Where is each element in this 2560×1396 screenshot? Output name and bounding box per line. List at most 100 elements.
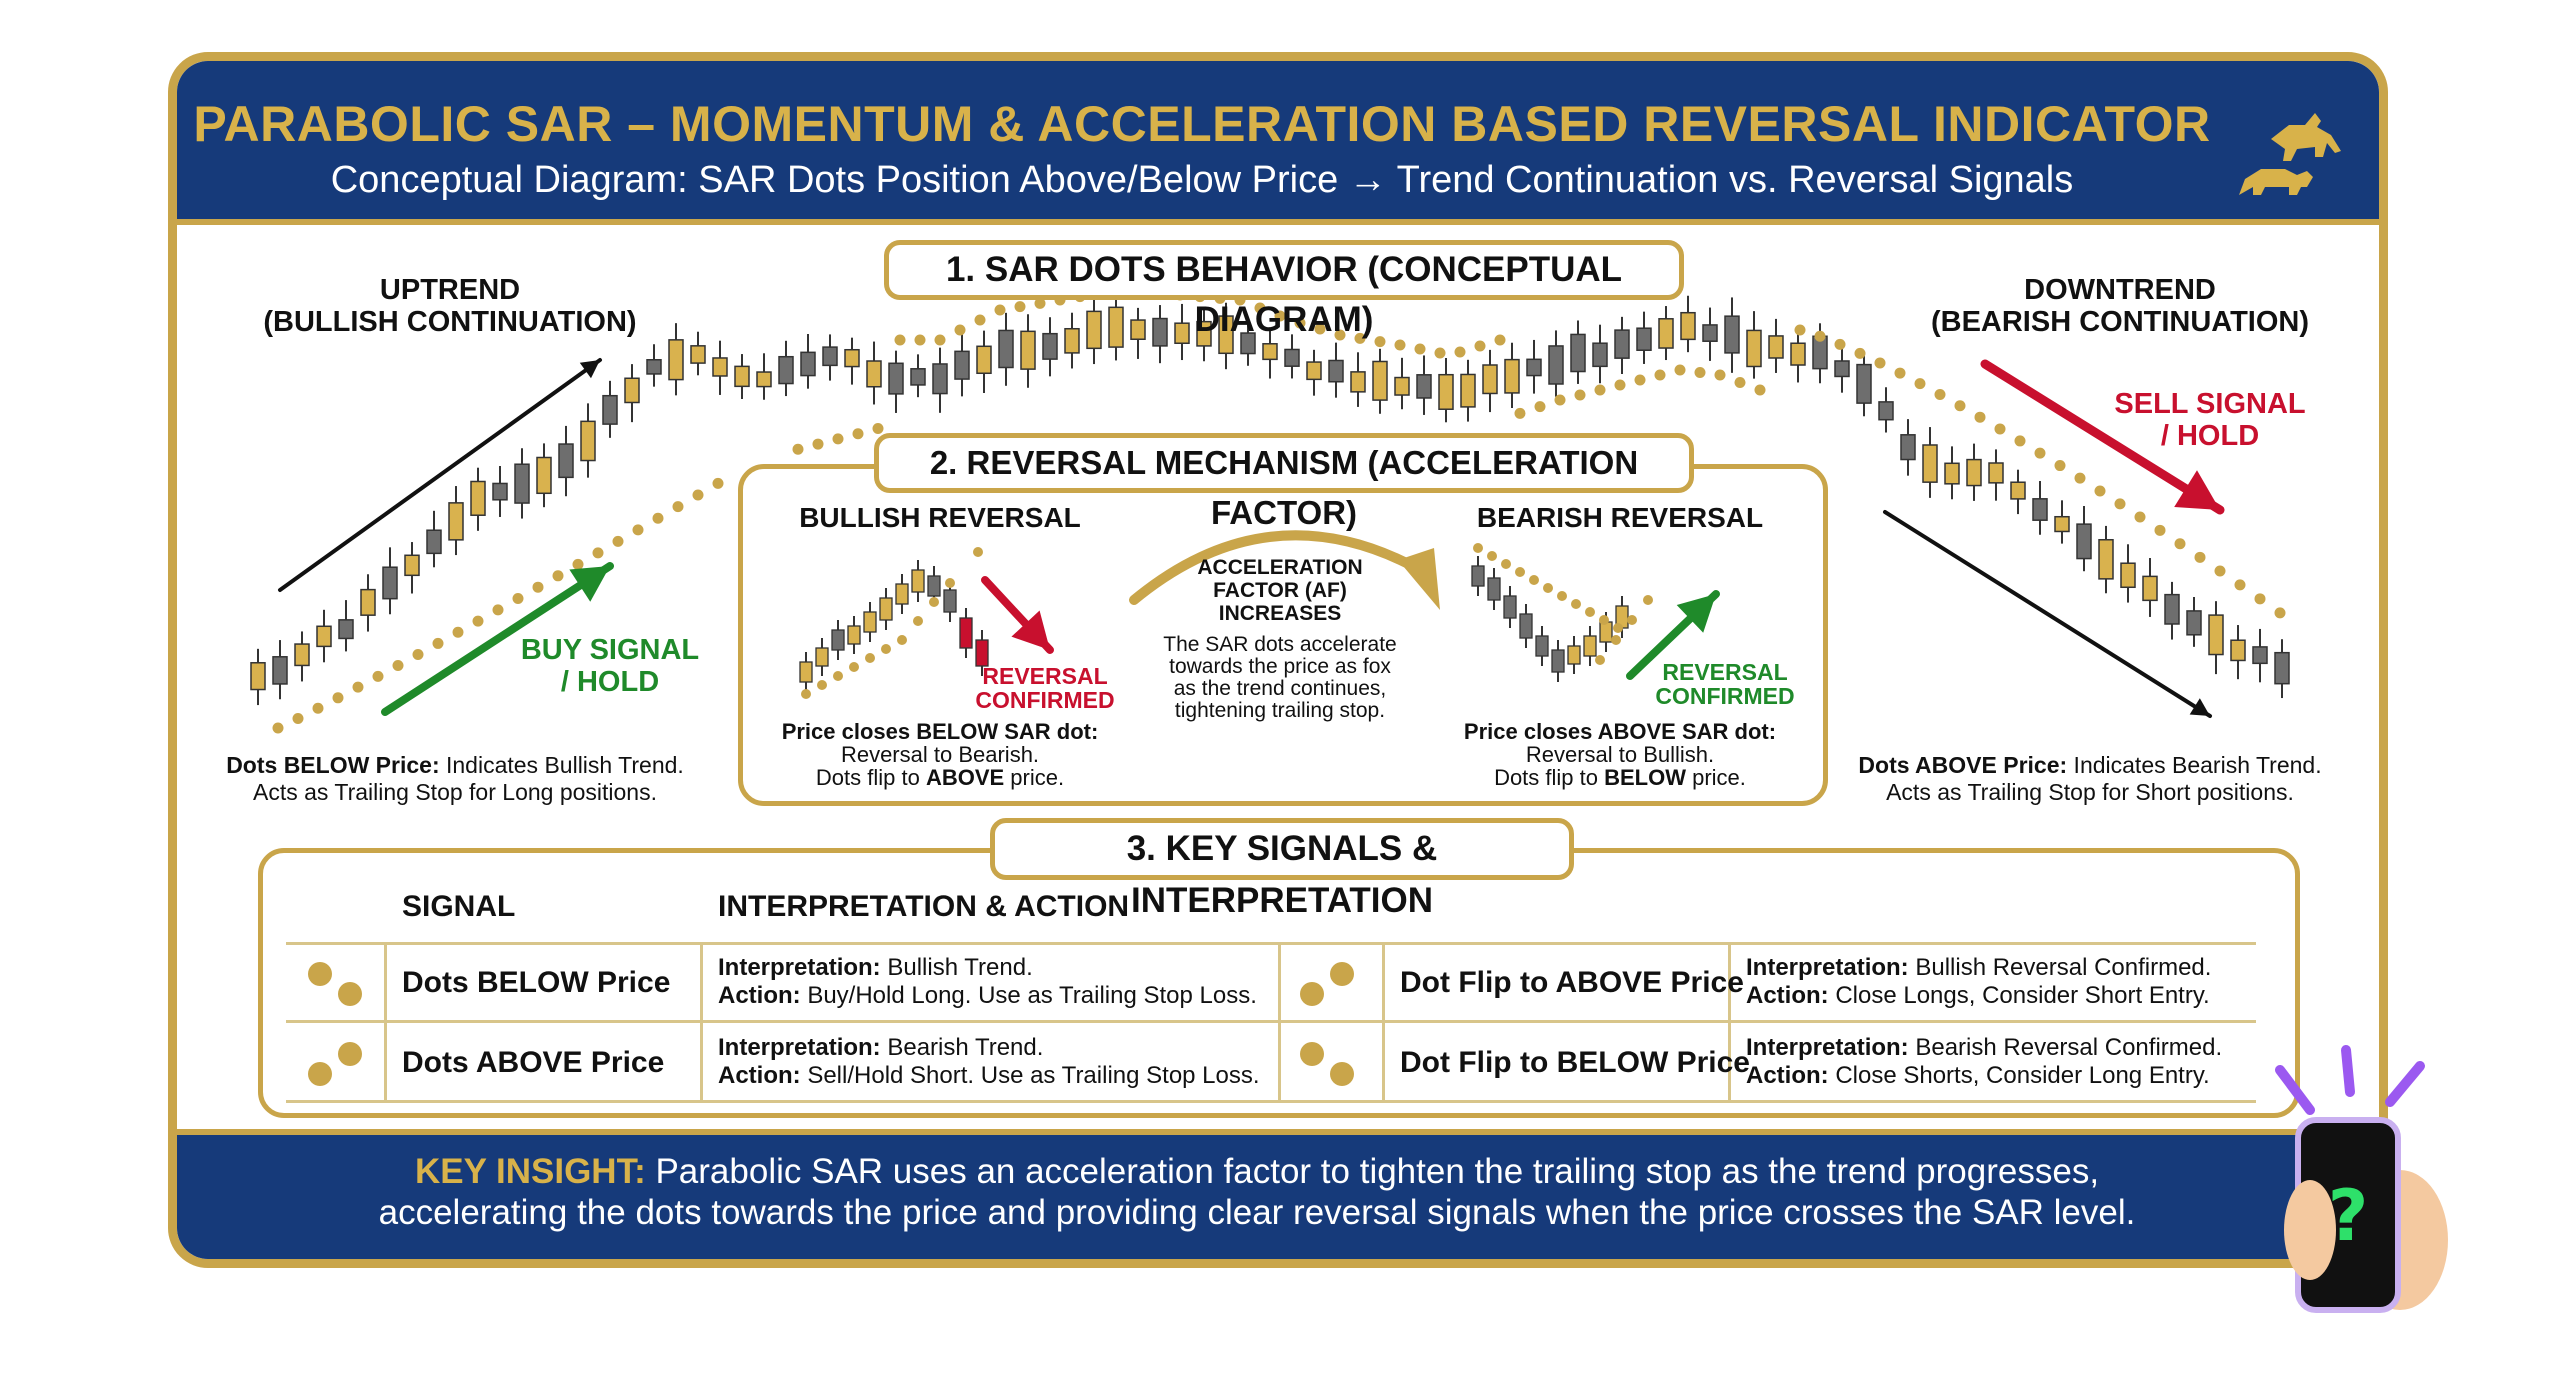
left-trend-note: Dots BELOW Price: Indicates Bullish Tren…: [220, 752, 690, 806]
candle-body: [426, 529, 442, 555]
sar-dot-above: [1814, 330, 1826, 342]
sar-dot-above: [1454, 346, 1466, 358]
sar-dot-below: [272, 722, 284, 734]
key-insight-label: KEY INSIGHT:: [414, 1152, 646, 1191]
header-band: PARABOLIC SAR – MOMENTUM & ACCELERATION …: [177, 61, 2379, 225]
af-line3: INCREASES: [1218, 602, 1342, 625]
af-description: The SAR dots accelerate towards the pric…: [1130, 634, 1430, 722]
sar-dot-below: [1714, 369, 1726, 381]
key-insight-text: KEY INSIGHT: Parabolic SAR uses an accel…: [257, 1151, 2257, 1233]
interp-text-4: Bearish Reversal Confirmed.: [1908, 1034, 2223, 1061]
uptrend-line1: UPTREND: [379, 274, 521, 306]
sar-dot-below: [1734, 377, 1746, 388]
candle-body: [1372, 360, 1388, 401]
candle-body: [1944, 462, 1960, 485]
action-label-4: Action:: [1746, 1062, 1829, 1089]
action-label-1: Action:: [718, 982, 801, 1009]
bullish-mini-candle-body: [943, 589, 957, 613]
candle-body: [1834, 360, 1850, 378]
candle-body: [1306, 361, 1322, 381]
table-col-5: [1728, 944, 1731, 1100]
section2-title: 2. REVERSAL MECHANISM (ACCELERATION FACT…: [874, 433, 1694, 531]
bullish-flip-arrow-head: [1676, 594, 1716, 633]
signal-row-4: Dot Flip to BELOW Price: [1400, 1046, 1750, 1079]
candle-body: [2208, 614, 2224, 656]
action-text-2: Sell/Hold Short. Use as Trailing Stop Lo…: [800, 1062, 1260, 1089]
interp-text-3: Bullish Reversal Confirmed.: [1908, 954, 2212, 981]
candle-body: [1284, 348, 1300, 367]
candle-body: [1966, 458, 1982, 487]
candle-body: [1900, 434, 1916, 461]
candle-body: [1746, 329, 1762, 368]
table-rule-bottom: [286, 1100, 2256, 1103]
interp-row-4: Interpretation: Bearish Reversal Confirm…: [1746, 1034, 2222, 1090]
candle-body: [1856, 363, 1872, 404]
candle-body: [1394, 376, 1410, 396]
bullish-mini-candle-body: [799, 661, 813, 683]
candle-body: [1636, 327, 1652, 351]
bearish-flip-arrow-head: [1011, 610, 1050, 650]
candle-body: [1548, 345, 1564, 385]
candle-body: [1108, 306, 1124, 348]
bullish-mini-dot: [849, 662, 859, 672]
sar-dot-above: [974, 314, 986, 326]
rev-right-line2: CONFIRMED: [1655, 683, 1795, 709]
sar-dot-above: [894, 334, 906, 346]
sar-dot-below: [392, 659, 404, 671]
sar-dot-below: [1674, 364, 1686, 376]
bullish-mini-dot: [897, 635, 907, 645]
bearish-mini-candle-body: [1519, 613, 1533, 639]
sar-dot-above: [1874, 357, 1886, 369]
buy-signal-arrow: [381, 562, 614, 716]
bullish-mini-candle-body: [815, 647, 829, 667]
candle-body: [2076, 523, 2092, 560]
uptrend-line2: (BULLISH CONTINUATION): [263, 306, 637, 338]
candle-body: [2164, 593, 2180, 625]
sar-dot-above: [1914, 378, 1926, 390]
bearish-mini-dot: [1613, 623, 1623, 633]
bullish-mini-candle-body: [895, 583, 909, 605]
sar-dot-below: [1554, 394, 1566, 406]
sar-dot-below: [332, 692, 344, 704]
interp-text-1: Bullish Trend.: [880, 954, 1033, 981]
section1-title: 1. SAR DOTS BEHAVIOR (CONCEPTUAL DIAGRAM…: [884, 240, 1684, 339]
candle-body: [1922, 444, 1938, 483]
rev-left-line2: CONFIRMED: [975, 687, 1115, 713]
bullish-mini-candle-body: [831, 629, 845, 651]
sar-dot-above: [1334, 329, 1346, 341]
sar-dot-below: [492, 604, 504, 616]
uptrend-arrow: [278, 358, 602, 592]
sar-dot-below: [1634, 374, 1646, 386]
candle-body: [514, 463, 530, 504]
candle-body: [844, 348, 860, 368]
candle-body: [2230, 639, 2246, 662]
sell-line1: SELL SIGNAL: [2114, 388, 2306, 420]
acceleration-curve-head: [1398, 548, 1440, 610]
bear-note1: Price closes ABOVE SAR dot:: [1463, 719, 1777, 744]
phone-question-icon: ?: [2275, 1045, 2448, 1313]
af-desc4: tightening trailing stop.: [1174, 699, 1386, 722]
sar-dot-above: [1254, 302, 1266, 314]
sar-dot-above: [914, 334, 926, 346]
sar-dot-below: [1594, 384, 1606, 396]
sar-dot-above: [1954, 400, 1966, 412]
sar-dot-above: [2054, 460, 2066, 472]
sar-dot-above: [2034, 447, 2046, 459]
sar-dot-above: [1014, 301, 1026, 313]
sar-dot-below: [832, 433, 844, 445]
downtrend-line1: DOWNTREND: [2024, 274, 2216, 306]
buy-signal-label: BUY SIGNAL / HOLD: [500, 634, 720, 698]
candle-body: [536, 456, 552, 495]
right-note-line2: Acts as Trailing Stop for Short position…: [1886, 779, 2294, 805]
candle-body: [800, 351, 816, 377]
sar-dot-above: [1934, 388, 1946, 400]
sar-dot-below: [292, 712, 304, 724]
candle-body: [580, 420, 596, 462]
bull-note1: Price closes BELOW SAR dot:: [781, 719, 1099, 744]
candle-body: [712, 357, 728, 377]
bearish-mini-dot: [1585, 607, 1595, 617]
interp-label-4: Interpretation:: [1746, 1034, 1909, 1061]
rev-right-line1: REVERSAL: [1662, 659, 1788, 685]
candle-body: [1988, 462, 2004, 484]
bear-note3a: Dots flip to: [1494, 765, 1605, 790]
